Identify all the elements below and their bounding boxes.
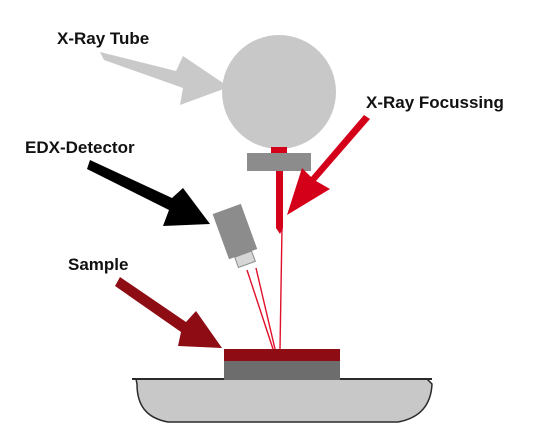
xray-tube bbox=[222, 35, 336, 149]
edx-detector-label: EDX-Detector bbox=[25, 138, 135, 157]
xray-tube-arrow bbox=[100, 52, 229, 105]
focussing-capillary bbox=[276, 171, 283, 228]
xray-tube-label: X-Ray Tube bbox=[57, 29, 150, 48]
edx-detector bbox=[212, 203, 258, 269]
sample-label: Sample bbox=[68, 255, 129, 274]
sample-top-layer bbox=[224, 349, 340, 361]
tube-mount bbox=[247, 153, 311, 171]
sample-stage bbox=[135, 378, 433, 423]
sample-arrow bbox=[115, 277, 222, 348]
beam-focus bbox=[279, 227, 283, 350]
beam-detector-2 bbox=[246, 269, 274, 350]
edx-detector-arrow bbox=[87, 160, 210, 226]
capillary-tip bbox=[276, 228, 283, 234]
xray-focussing-arrow bbox=[287, 115, 370, 215]
beam-detector-1 bbox=[255, 267, 276, 350]
tube-neck bbox=[271, 147, 287, 153]
xray-focussing-label: X-Ray Focussing bbox=[366, 93, 504, 112]
sample-base bbox=[224, 360, 340, 380]
